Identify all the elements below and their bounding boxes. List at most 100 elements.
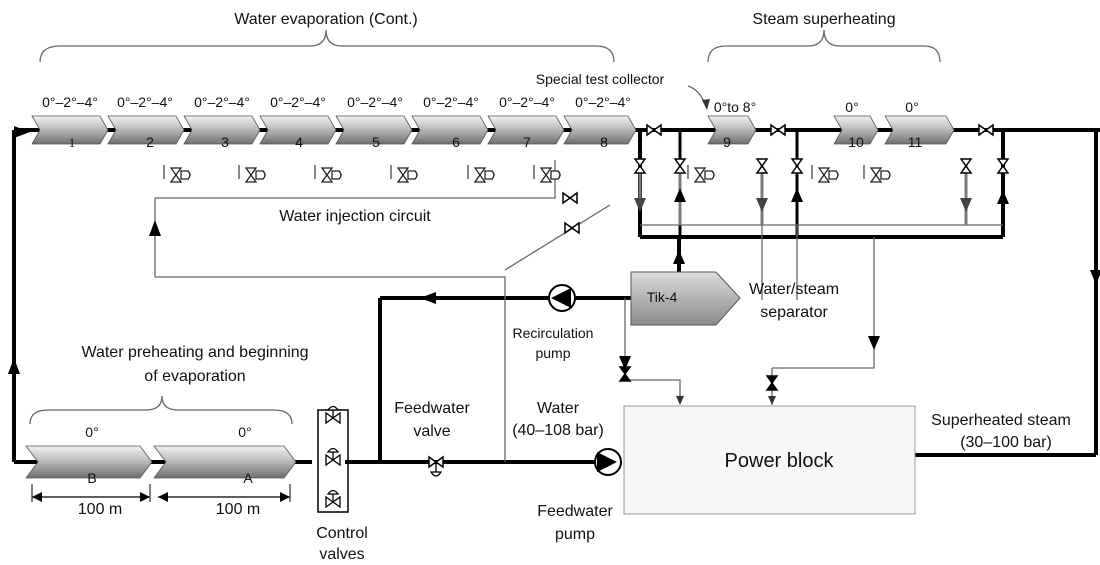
collector-number: B bbox=[87, 470, 96, 486]
collector-angle-label: 0° bbox=[845, 99, 858, 115]
control-valve-manifold bbox=[317, 405, 349, 513]
flow-arrows bbox=[8, 126, 1100, 405]
collector-angle-label: 0°–2°–4° bbox=[270, 94, 326, 110]
collector-number: 8 bbox=[600, 134, 608, 150]
section-title-steam-superheating: Steam superheating bbox=[752, 11, 895, 28]
collector-number: 5 bbox=[372, 134, 380, 150]
collector-trough bbox=[31, 115, 109, 145]
valve-icon bbox=[960, 158, 972, 174]
recirculation-pump-label: pump bbox=[535, 345, 570, 361]
collector-angle-label: 0°to 8° bbox=[714, 99, 756, 115]
valve-icon bbox=[674, 158, 686, 174]
collector-trough bbox=[707, 115, 757, 145]
collector-9: 9 bbox=[707, 115, 757, 150]
valve-icon bbox=[791, 158, 803, 174]
injection-valves bbox=[163, 164, 891, 234]
collector-angle-label: 0°–2°–4° bbox=[117, 94, 173, 110]
collector-angle-label: 0°–2°–4° bbox=[42, 94, 98, 110]
down-arrow-icon bbox=[619, 356, 631, 370]
length-label-a: 100 m bbox=[216, 501, 260, 518]
collector-angle-label: 0°–2°–4° bbox=[347, 94, 403, 110]
pipe-segment bbox=[625, 379, 681, 400]
collector-angle-label: 0° bbox=[238, 424, 251, 440]
recirculation-pump-icon bbox=[548, 284, 576, 312]
recirculation-pump-label: Recirculation bbox=[513, 325, 594, 341]
injection-flow-arrow bbox=[149, 220, 161, 236]
collector-b: B bbox=[25, 445, 153, 486]
collector-6: 6 bbox=[411, 115, 489, 150]
collector-angle-label: 0° bbox=[85, 424, 98, 440]
injection-valve-icon bbox=[533, 164, 561, 183]
dimension-arrowhead bbox=[158, 492, 168, 502]
preheating-label: Water preheating and beginning bbox=[81, 344, 308, 361]
collector-number: 10 bbox=[848, 134, 864, 150]
collector-angle-label: 0° bbox=[905, 99, 918, 115]
collector-angle-label: 0°–2°–4° bbox=[575, 94, 631, 110]
pointer-arrowhead bbox=[702, 99, 710, 110]
collector-trough bbox=[25, 445, 153, 479]
power-block-label: Power block bbox=[725, 450, 835, 472]
up-arrow-icon bbox=[674, 188, 686, 202]
collector-number: 9 bbox=[723, 134, 731, 150]
collector-trough bbox=[833, 115, 879, 145]
collector-7: 7 bbox=[487, 115, 565, 150]
collector-trough bbox=[107, 115, 185, 145]
section-title-water-evaporation: Water evaporation (Cont.) bbox=[234, 11, 417, 28]
feedwater-pump-label: Feedwater bbox=[537, 503, 613, 520]
collector-trough bbox=[335, 115, 413, 145]
collector-10: 10 bbox=[833, 115, 879, 150]
pump-arrow bbox=[597, 452, 617, 472]
down-arrow-icon bbox=[676, 396, 684, 405]
feedwater-valve-icon bbox=[428, 456, 444, 477]
brace-steam-superheating bbox=[707, 29, 941, 63]
water-injection-return-line bbox=[155, 276, 506, 462]
down-arrow-icon bbox=[1090, 270, 1100, 285]
power-block-box bbox=[623, 405, 916, 515]
separator-id: Tik-4 bbox=[647, 289, 678, 305]
collector-trough bbox=[183, 115, 261, 145]
collector-number: 3 bbox=[221, 134, 229, 150]
superheated-steam-label: Superheated steam bbox=[931, 412, 1071, 429]
control-valve-icon bbox=[325, 405, 341, 424]
feedwater-pump-icon bbox=[594, 448, 622, 476]
collector-4: 4 bbox=[259, 115, 337, 150]
injection-feed-valve-icon bbox=[564, 222, 580, 234]
feedwater-pump-label: pump bbox=[555, 526, 595, 543]
water-label: Water bbox=[537, 400, 580, 417]
control-valves-label: Control bbox=[316, 525, 368, 542]
collector-number: 7 bbox=[523, 134, 531, 150]
isolation-valve-icon bbox=[646, 124, 662, 136]
up-arrow-icon bbox=[8, 358, 20, 374]
length-label-b: 100 m bbox=[78, 501, 122, 518]
collector-11: 11 bbox=[884, 115, 955, 150]
collector-1: 1 bbox=[31, 115, 109, 150]
collector-row-evaporation: 1 2 3 4 5 6 7 8 bbox=[31, 115, 637, 150]
injection-valve-icon bbox=[467, 164, 495, 183]
control-valves-label: valves bbox=[319, 546, 364, 563]
feedwater-valve-label: valve bbox=[413, 423, 450, 440]
pipe-segment bbox=[772, 340, 875, 369]
collector-number: 1 bbox=[69, 135, 76, 150]
injection-main-valve-icon bbox=[562, 192, 578, 204]
valve-actuator bbox=[429, 471, 443, 477]
injection-valve-icon bbox=[163, 164, 191, 183]
up-arrow-icon bbox=[997, 190, 1009, 204]
left-arrow-icon bbox=[420, 292, 436, 304]
separator-label: separator bbox=[760, 304, 828, 321]
separator-label: Water/steam bbox=[749, 281, 839, 298]
dimension-arrowhead bbox=[140, 492, 150, 502]
injection-valve-icon bbox=[811, 164, 839, 183]
collector-number: 2 bbox=[146, 134, 154, 150]
down-arrow-icon bbox=[960, 198, 972, 212]
pump-arrow bbox=[551, 288, 571, 308]
water-pressure-label: (40–108 bar) bbox=[512, 422, 604, 439]
collector-angle-label: 0°–2°–4° bbox=[499, 94, 555, 110]
valve-icon bbox=[997, 158, 1009, 174]
angle-labels-top: 0°–2°–4° 0°–2°–4° 0°–2°–4° 0°–2°–4° 0°–2… bbox=[42, 94, 919, 115]
isolation-valve-icon bbox=[978, 124, 994, 136]
isolation-valve-icon bbox=[770, 124, 786, 136]
feedwater-valve-label: Feedwater bbox=[394, 400, 470, 417]
valve-icon bbox=[756, 158, 768, 174]
collector-trough bbox=[259, 115, 337, 145]
